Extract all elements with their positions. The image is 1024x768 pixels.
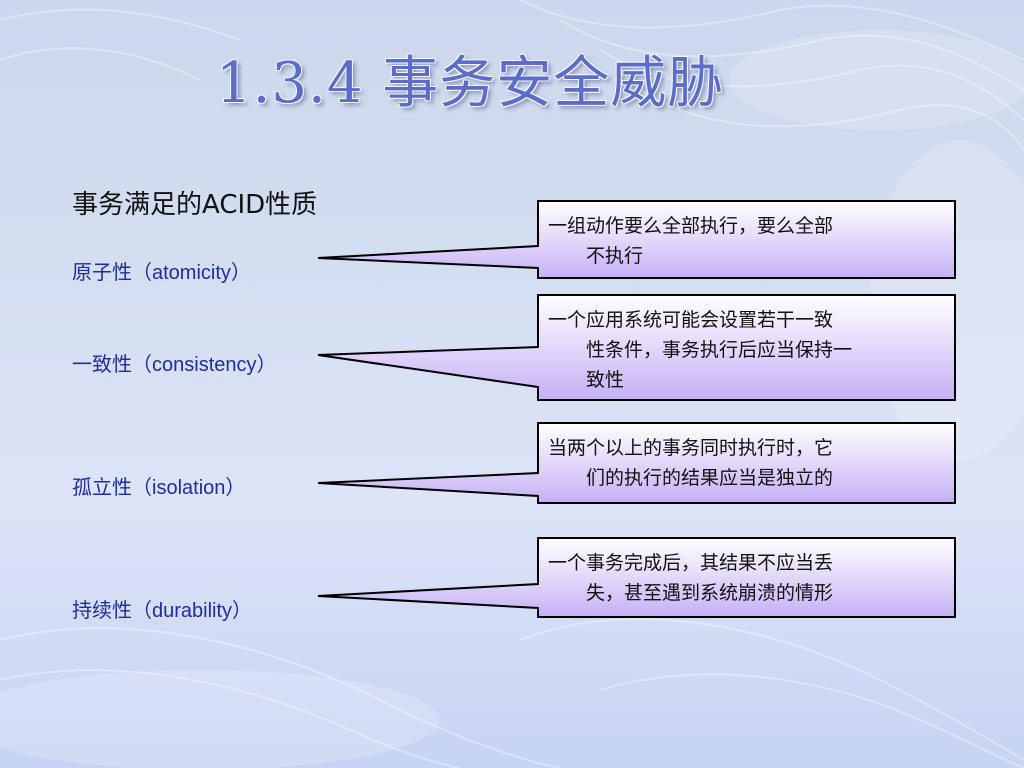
property-paren: ）: [256, 352, 277, 376]
callout-atomicity: [317, 200, 956, 279]
property-label: 原子性（: [72, 260, 152, 284]
callout-line: 一组动作要么全部执行，要么全部: [548, 215, 834, 237]
callout-text-durability: 一个事务完成后，其结果不应当丢 失，甚至遇到系统崩溃的情形: [538, 540, 954, 615]
property-consistency: 一致性（consistency）: [72, 348, 277, 377]
callout-line: 当两个以上的事务同时执行时，它: [548, 437, 834, 459]
callout-line: 们的执行的结果应当是独立的: [586, 467, 834, 489]
property-label: 持续性（: [72, 598, 152, 622]
callout-text-isolation: 当两个以上的事务同时执行时，它 们的执行的结果应当是独立的: [538, 425, 954, 501]
callout-text-consistency: 一个应用系统可能会设置若干一致 性条件，事务执行后应当保持一 致性: [538, 297, 954, 398]
property-english: isolation: [152, 477, 226, 499]
property-paren: ）: [230, 260, 251, 284]
property-english: durability: [152, 600, 233, 622]
property-isolation: 孤立性（isolation）: [72, 471, 245, 500]
callout-line: 致性: [586, 369, 625, 391]
property-label: 孤立性（: [72, 475, 152, 499]
property-english: consistency: [152, 354, 257, 376]
callout-line: 一个事务完成后，其结果不应当丢: [548, 552, 834, 574]
callout-line: 失，甚至遇到系统崩溃的情形: [586, 582, 834, 604]
acid-heading: 事务满足的ACID性质: [72, 190, 318, 220]
property-atomicity: 原子性（atomicity）: [72, 256, 251, 285]
slide-title: 1.3.4 事务安全威胁: [216, 51, 725, 116]
callout-line: 性条件，事务执行后应当保持一: [586, 339, 853, 361]
property-label: 一致性（: [72, 352, 152, 376]
callout-line: 不执行: [586, 245, 644, 267]
callout-consistency: [317, 294, 956, 401]
property-english: atomicity: [152, 262, 231, 284]
property-paren: ）: [225, 475, 246, 499]
callout-text-atomicity: 一组动作要么全部执行，要么全部 不执行: [538, 203, 954, 276]
property-paren: ）: [232, 598, 253, 622]
property-durability: 持续性（durability）: [72, 594, 252, 623]
callout-isolation: [317, 422, 956, 504]
callout-durability: [317, 537, 956, 618]
callout-line: 一个应用系统可能会设置若干一致: [548, 309, 834, 331]
